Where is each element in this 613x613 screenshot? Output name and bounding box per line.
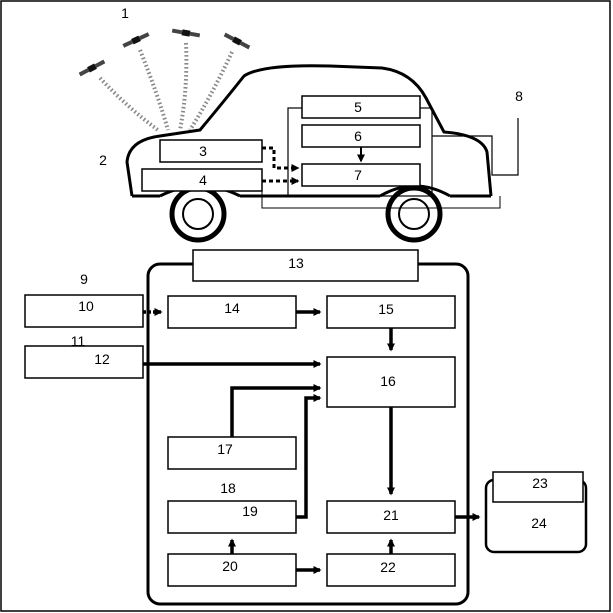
label-8: 8: [515, 88, 523, 104]
label-20: 20: [222, 558, 238, 574]
label-22: 22: [380, 559, 396, 575]
box-12: [24, 345, 144, 379]
box-5: [301, 95, 421, 119]
box-23: [492, 471, 584, 503]
box-19: [167, 500, 297, 534]
box-21: [326, 500, 456, 534]
label-24: 24: [531, 515, 547, 531]
label-23: 23: [532, 475, 548, 491]
label-21: 21: [383, 507, 399, 523]
label-17: 17: [217, 441, 233, 457]
satellite-icon: [122, 32, 150, 48]
leader-line-4: [261, 181, 501, 209]
label-4: 4: [199, 172, 207, 188]
label-18: 18: [220, 480, 236, 496]
label-5: 5: [354, 99, 362, 115]
arrow-19-to-16: [296, 394, 322, 519]
satellite-constellation: [78, 28, 251, 77]
box-3: [159, 139, 263, 163]
label-11: 11: [71, 333, 86, 349]
label-13: 13: [288, 255, 304, 271]
box-15: [326, 295, 456, 329]
box-13: [192, 249, 419, 282]
satellite-icon: [78, 59, 106, 77]
label-15: 15: [378, 301, 394, 317]
box-14: [167, 295, 297, 329]
satellite-signal-beams: [98, 42, 234, 132]
satellite-icon: [171, 28, 201, 38]
label-12: 12: [94, 351, 110, 367]
label-9: 9: [80, 271, 88, 287]
block-connectors: [143, 308, 481, 574]
label-10: 10: [78, 298, 94, 314]
label-2: 2: [99, 152, 107, 168]
box-7: [301, 163, 421, 187]
housing-leader-line: [432, 118, 519, 176]
label-16: 16: [380, 373, 396, 389]
front-wheel: [169, 185, 227, 243]
arrow-17-to-16: [230, 384, 322, 437]
label-6: 6: [354, 128, 362, 144]
satellite-icon: [223, 32, 251, 50]
box-22: [326, 553, 456, 587]
dashed-arrow-3-to-7: [262, 146, 300, 172]
box-17: [167, 436, 297, 470]
box-10: [24, 294, 144, 328]
label-19: 19: [242, 503, 258, 519]
rear-wheel: [385, 185, 443, 243]
label-3: 3: [199, 143, 207, 159]
label-1: 1: [121, 5, 129, 21]
label-14: 14: [224, 300, 240, 316]
label-7: 7: [354, 167, 362, 183]
box-16: [326, 356, 456, 408]
